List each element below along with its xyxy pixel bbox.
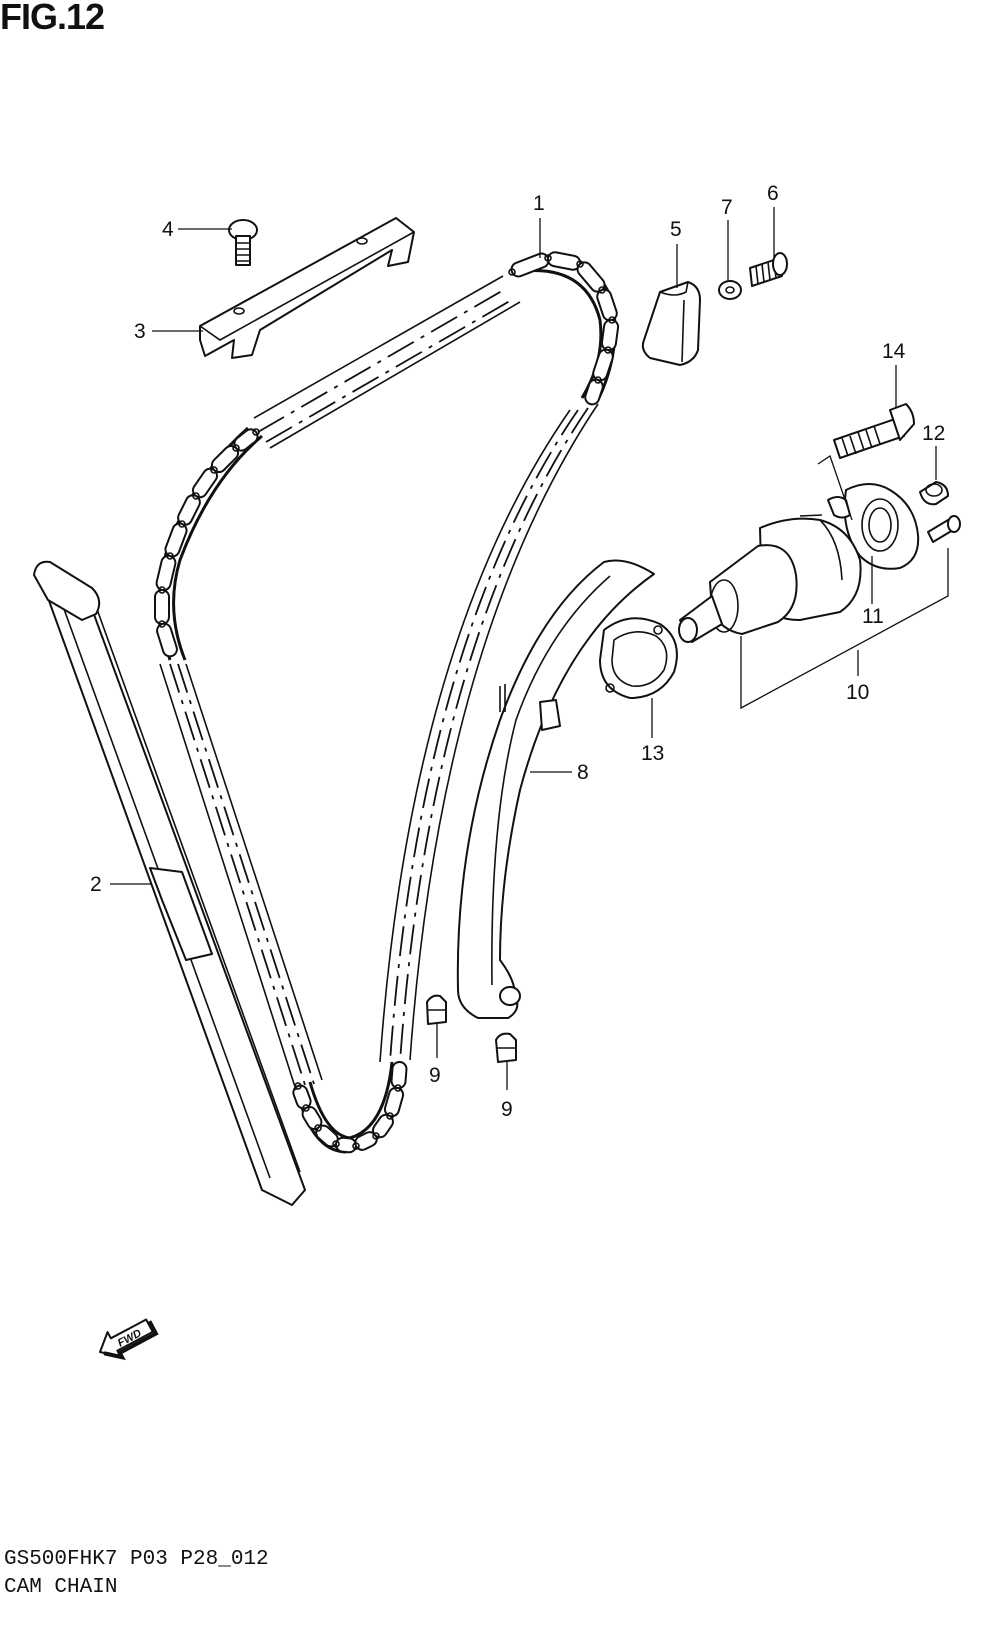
label-4: 4	[162, 218, 174, 241]
label-12: 12	[922, 422, 945, 445]
chain-pin	[302, 1104, 310, 1112]
chain-pin	[178, 520, 186, 528]
part-3-upper-guide	[199, 217, 415, 359]
part-10-tensioner-assembly	[678, 514, 862, 643]
part-13-gasket	[599, 617, 678, 699]
chain-link	[600, 318, 620, 352]
chain-pin	[314, 1124, 322, 1132]
part-1-cam-chain	[154, 251, 620, 1154]
label-14: 14	[882, 340, 906, 363]
chain-pin	[232, 444, 240, 452]
label-3: 3	[134, 320, 146, 343]
part-12-bolt	[919, 481, 949, 506]
label-10: 10	[846, 681, 869, 704]
label-7: 7	[721, 196, 733, 219]
chain-link	[510, 252, 550, 278]
chain-pin	[604, 346, 612, 354]
chain-link	[592, 348, 614, 382]
leader-lines	[110, 207, 949, 1090]
label-2: 2	[90, 873, 102, 896]
chain-pin	[158, 586, 166, 594]
label-11: 11	[862, 605, 884, 628]
chain-pin	[210, 466, 218, 474]
part-10-small-screw	[927, 515, 961, 543]
chain-link	[156, 622, 178, 658]
part-7-washer	[718, 280, 742, 300]
chain-pin	[332, 1140, 340, 1148]
footer: GS500FHK7 P03 P28_012 CAM CHAIN	[4, 1546, 269, 1602]
part-9-plug-b	[495, 1032, 517, 1063]
fwd-arrow-icon: FWD	[99, 1318, 159, 1361]
label-6: 6	[767, 182, 779, 205]
chain-pin	[576, 260, 584, 268]
chain-pin	[394, 1084, 402, 1092]
chain-pin	[608, 316, 616, 324]
chain-pin	[544, 254, 552, 262]
label-9a: 9	[429, 1064, 441, 1087]
chain-link	[154, 589, 170, 625]
part-6-bolt	[749, 252, 788, 287]
part-14-bolt	[833, 403, 915, 459]
figure-title: FIG.12	[0, 0, 105, 37]
chain-pin	[192, 492, 200, 500]
part-5-cushion	[641, 281, 701, 366]
part-11-gasket	[827, 483, 920, 570]
label-9b: 9	[501, 1098, 513, 1121]
section-name: CAM CHAIN	[4, 1576, 118, 1599]
part-9-plug-a	[426, 994, 447, 1025]
label-5: 5	[670, 218, 682, 241]
chain-link	[584, 378, 604, 406]
chain-pin	[598, 286, 606, 294]
chain-pin	[352, 1142, 360, 1150]
callout-labels: 1 2 3 4 5 6 7 8 9 9 10 11 12 13 14	[90, 182, 945, 1121]
label-13: 13	[641, 742, 664, 765]
chain-pin	[508, 268, 516, 276]
label-8: 8	[577, 761, 589, 784]
chain-pin	[594, 376, 602, 384]
part-2-chain-guide	[33, 560, 306, 1206]
part-8-tensioner-arm	[456, 559, 655, 1019]
chain-pin	[372, 1132, 380, 1140]
label-1: 1	[533, 192, 545, 215]
chain-link	[164, 522, 188, 558]
chain-pin	[166, 552, 174, 560]
chain-pin	[386, 1112, 394, 1120]
drawing-code: GS500FHK7 P03 P28_012	[4, 1548, 269, 1571]
chain-pin	[158, 620, 166, 628]
chain-link	[546, 251, 582, 271]
part-4-screw	[228, 219, 258, 266]
